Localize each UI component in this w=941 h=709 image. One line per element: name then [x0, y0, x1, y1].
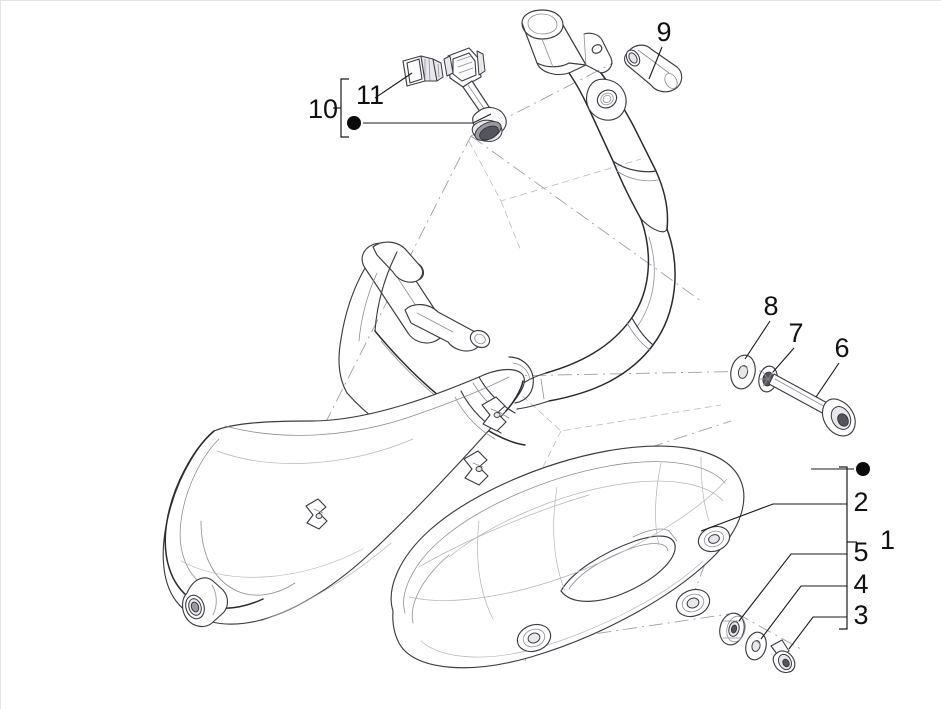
- group-bracket-10: [333, 78, 361, 138]
- callout-3: 3: [853, 600, 868, 630]
- heat-shield-panel: [390, 445, 745, 669]
- flanged-screw: [770, 639, 796, 674]
- rubber-grommet-spacer: [719, 612, 746, 646]
- callout-8: 8: [763, 291, 778, 321]
- reference-dot-1: [856, 462, 870, 476]
- muffler-canister: [162, 356, 534, 628]
- callout-4: 4: [853, 569, 868, 599]
- shield-mount-boss-3: [697, 525, 731, 553]
- callout-9: 9: [656, 17, 671, 47]
- muffler-mounting-bracket: [338, 241, 526, 446]
- oxygen-lambda-sensor: [402, 47, 507, 142]
- callout-6: 6: [834, 333, 849, 363]
- flat-washer-small: [745, 631, 767, 661]
- group-bracket-1: [839, 462, 870, 630]
- heat-shield-clip-c: [481, 396, 507, 432]
- callout-numbers: 1 2 3 4 5 6 7 8 9 10 11: [308, 17, 895, 630]
- flat-washer-large: [730, 354, 756, 390]
- reference-dot-10: [347, 116, 361, 130]
- exhaust-pipe-sleeve: [623, 44, 683, 93]
- hex-socket-bolt-long: [768, 373, 856, 437]
- callout-7: 7: [788, 318, 803, 348]
- callout-5: 5: [853, 537, 868, 567]
- sensor-connector-cap: [402, 55, 444, 87]
- callout-2: 2: [853, 487, 868, 517]
- exhaust-header-pipe: [515, 9, 676, 410]
- shield-mount-boss-2: [675, 588, 711, 618]
- heat-shield-clip-a: [305, 498, 328, 530]
- shield-mount-boss-1: [516, 623, 552, 653]
- callout-11: 11: [356, 80, 384, 110]
- callout-1: 1: [880, 525, 895, 555]
- heat-shield-clip-b: [463, 450, 489, 486]
- leader-lines: [363, 46, 854, 650]
- callout-10: 10: [308, 94, 338, 124]
